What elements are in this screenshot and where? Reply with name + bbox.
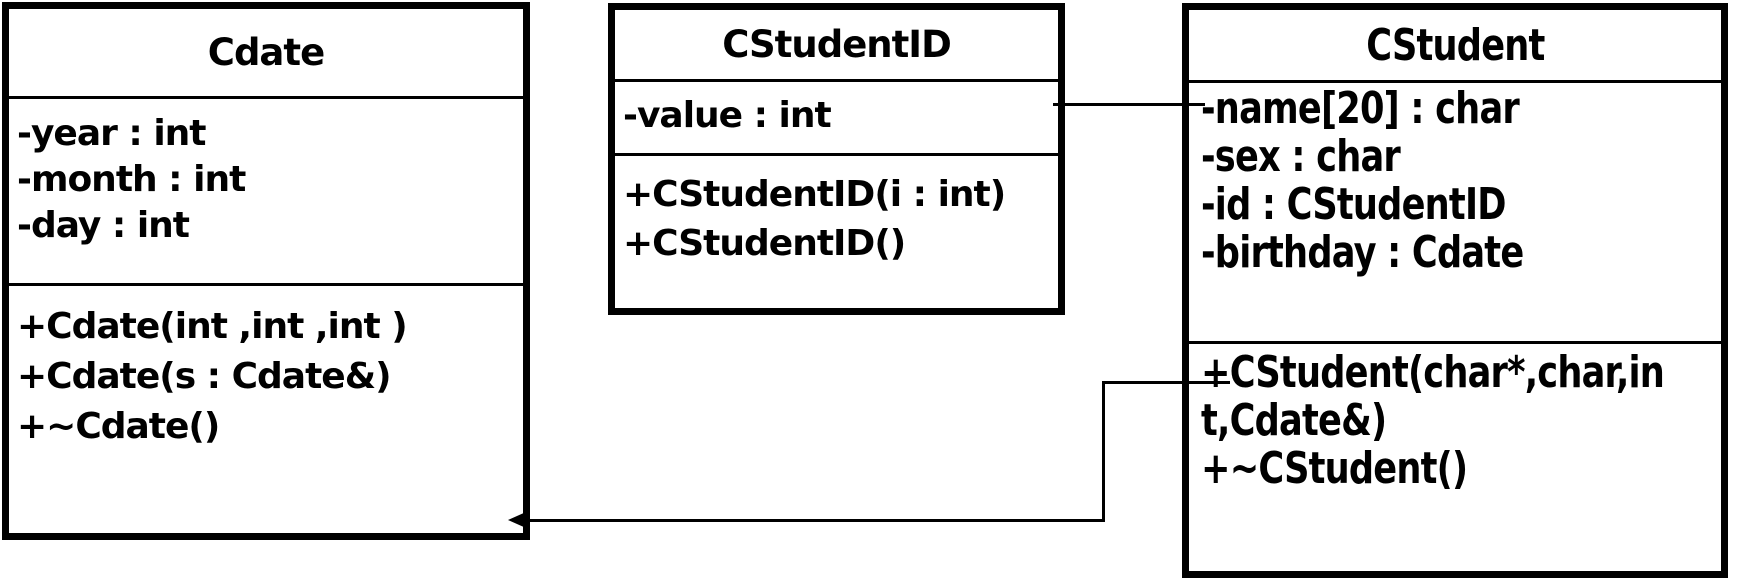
method-line: +CStudentID(i : int) [623, 174, 1006, 215]
class-box-cdate: Cdate -year : int -month : int -day : in… [2, 2, 530, 540]
class-box-cstudentid: CStudentID -value : int +CStudentID(i : … [608, 3, 1065, 315]
attributes-compartment-cstudentid: -value : int [615, 82, 1058, 156]
attribute-line: -name[20] : char [1201, 83, 1520, 134]
class-box-cstudent: CStudent -name[20] : char -sex : char -i… [1182, 3, 1728, 578]
method-line: t,Cdate&) [1201, 395, 1387, 446]
class-title-cdate: Cdate [207, 31, 325, 74]
methods-compartment-cdate: +Cdate(int ,int ,int ) +Cdate(s : Cdate&… [9, 286, 523, 533]
association-arrowhead-icon [508, 512, 526, 528]
method-line: +CStudentID() [623, 223, 906, 264]
method-line: +Cdate(int ,int ,int ) [17, 306, 408, 347]
class-title-cstudent: CStudent [1365, 19, 1545, 71]
attribute-line: -month : int [17, 159, 246, 200]
method-line: +~Cdate() [17, 406, 220, 447]
attributes-compartment-cdate: -year : int -month : int -day : int [9, 99, 523, 286]
class-title-cstudentid: CStudentID [722, 23, 952, 66]
method-line: +Cdate(s : Cdate&) [17, 356, 392, 397]
methods-compartment-cstudentid: +CStudentID(i : int) +CStudentID() [615, 156, 1058, 308]
class-header-cdate: Cdate [9, 9, 523, 99]
attribute-line: -birthday : Cdate [1201, 227, 1524, 278]
method-line: +CStudent(char*,char,in [1201, 347, 1665, 398]
attribute-line: -sex : char [1201, 131, 1401, 182]
attributes-compartment-cstudent: -name[20] : char -sex : char -id : CStud… [1189, 83, 1721, 344]
attribute-line: -value : int [623, 95, 832, 136]
association-line-cstudent-cdate-segment-top [1104, 381, 1230, 384]
class-header-cstudent: CStudent [1189, 10, 1721, 83]
method-line: +~CStudent() [1201, 443, 1468, 494]
attribute-line: -id : CStudentID [1201, 179, 1506, 230]
class-header-cstudentid: CStudentID [615, 10, 1058, 82]
attribute-line: -year : int [17, 113, 207, 154]
association-line-cstudentid-cstudent [1053, 103, 1205, 106]
attribute-line: -day : int [17, 205, 190, 246]
methods-compartment-cstudent: +CStudent(char*,char,in t,Cdate&) +~CStu… [1189, 344, 1721, 571]
association-line-cstudent-cdate-segment-bottom [526, 519, 1105, 522]
association-line-cstudent-cdate-segment-vertical [1102, 381, 1105, 522]
